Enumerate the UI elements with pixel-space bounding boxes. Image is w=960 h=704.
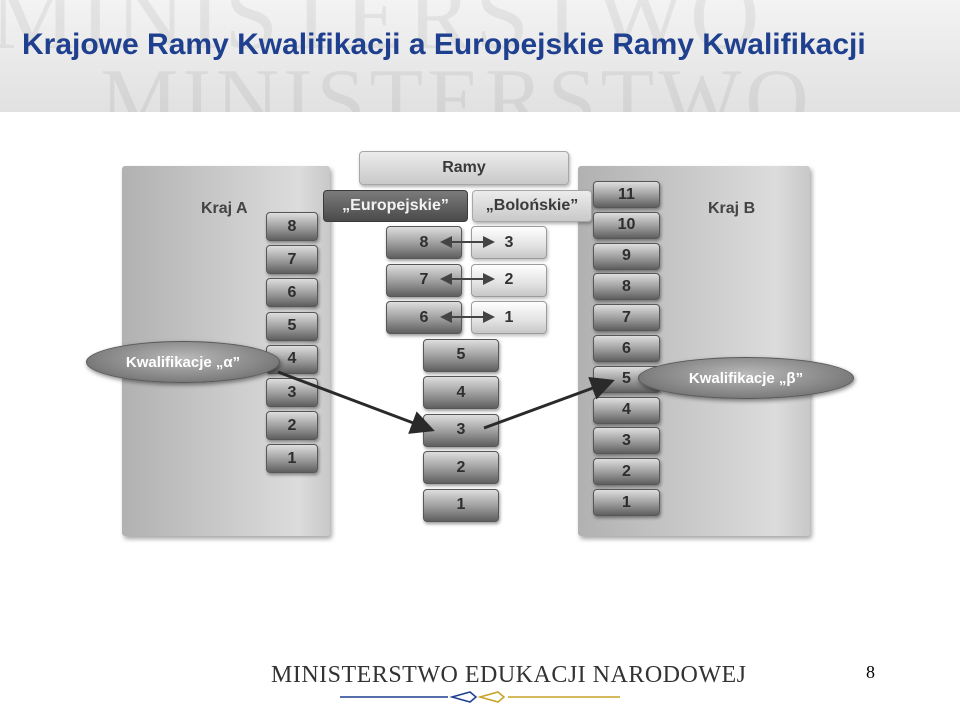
european-level-1: 1	[423, 488, 499, 522]
country-b-level-11: 11	[593, 181, 660, 208]
country-a-level-5: 5	[266, 311, 318, 341]
country-b-label: Kraj B	[708, 200, 756, 217]
bologna-level-3: 3	[471, 226, 547, 259]
country-b-level-1: 1	[593, 489, 660, 516]
european-level-8: 8	[386, 226, 462, 259]
slide-title: Krajowe Ramy Kwalifikacji a Europejskie …	[22, 28, 866, 61]
country-b-level-6: 6	[593, 335, 660, 362]
qualification-alpha-ellipse: Kwalifikacje „α”	[86, 341, 280, 383]
bologna-framework-label: „Bolońskie”	[472, 190, 592, 222]
country-a-level-3: 3	[266, 378, 318, 407]
country-a-level-1: 1	[266, 444, 318, 474]
european-level-3: 3	[423, 413, 499, 447]
country-b-level-8: 8	[593, 273, 660, 301]
country-a-level-7: 7	[266, 245, 318, 275]
country-a-label: Kraj A	[201, 200, 248, 217]
watermark: MINISTERSTWO	[0, 0, 764, 69]
country-b-level-2: 2	[593, 458, 660, 486]
european-level-2: 2	[423, 451, 499, 484]
country-b-level-7: 7	[593, 304, 660, 332]
country-a-level-6: 6	[266, 278, 318, 308]
european-level-5: 5	[423, 338, 499, 372]
bologna-level-1: 1	[471, 301, 547, 334]
european-framework-label: „Europejskie”	[323, 190, 468, 222]
country-b-level-3: 3	[593, 427, 660, 455]
european-level-4: 4	[423, 376, 499, 409]
european-level-6: 6	[386, 301, 462, 334]
bologna-level-2: 2	[471, 263, 547, 297]
ministry-logo-line	[340, 691, 620, 703]
page-number: 8	[866, 662, 875, 682]
frameworks-header: Ramy	[359, 151, 569, 185]
qualification-beta-ellipse: Kwalifikacje „β”	[638, 357, 854, 399]
country-b-level-9: 9	[593, 242, 660, 270]
country-a-level-8: 8	[266, 212, 318, 241]
country-b-level-10: 10	[593, 211, 660, 239]
ministry-footer: MINISTERSTWO EDUKACJI NARODOWEJ	[271, 662, 747, 688]
country-b-level-4: 4	[593, 396, 660, 424]
slide-header: MINISTERSTWO MINISTERSTWO Krajowe Ramy K…	[0, 0, 960, 112]
european-level-7: 7	[386, 263, 462, 297]
watermark: MINISTERSTWO	[100, 52, 813, 112]
country-a-level-2: 2	[266, 411, 318, 441]
